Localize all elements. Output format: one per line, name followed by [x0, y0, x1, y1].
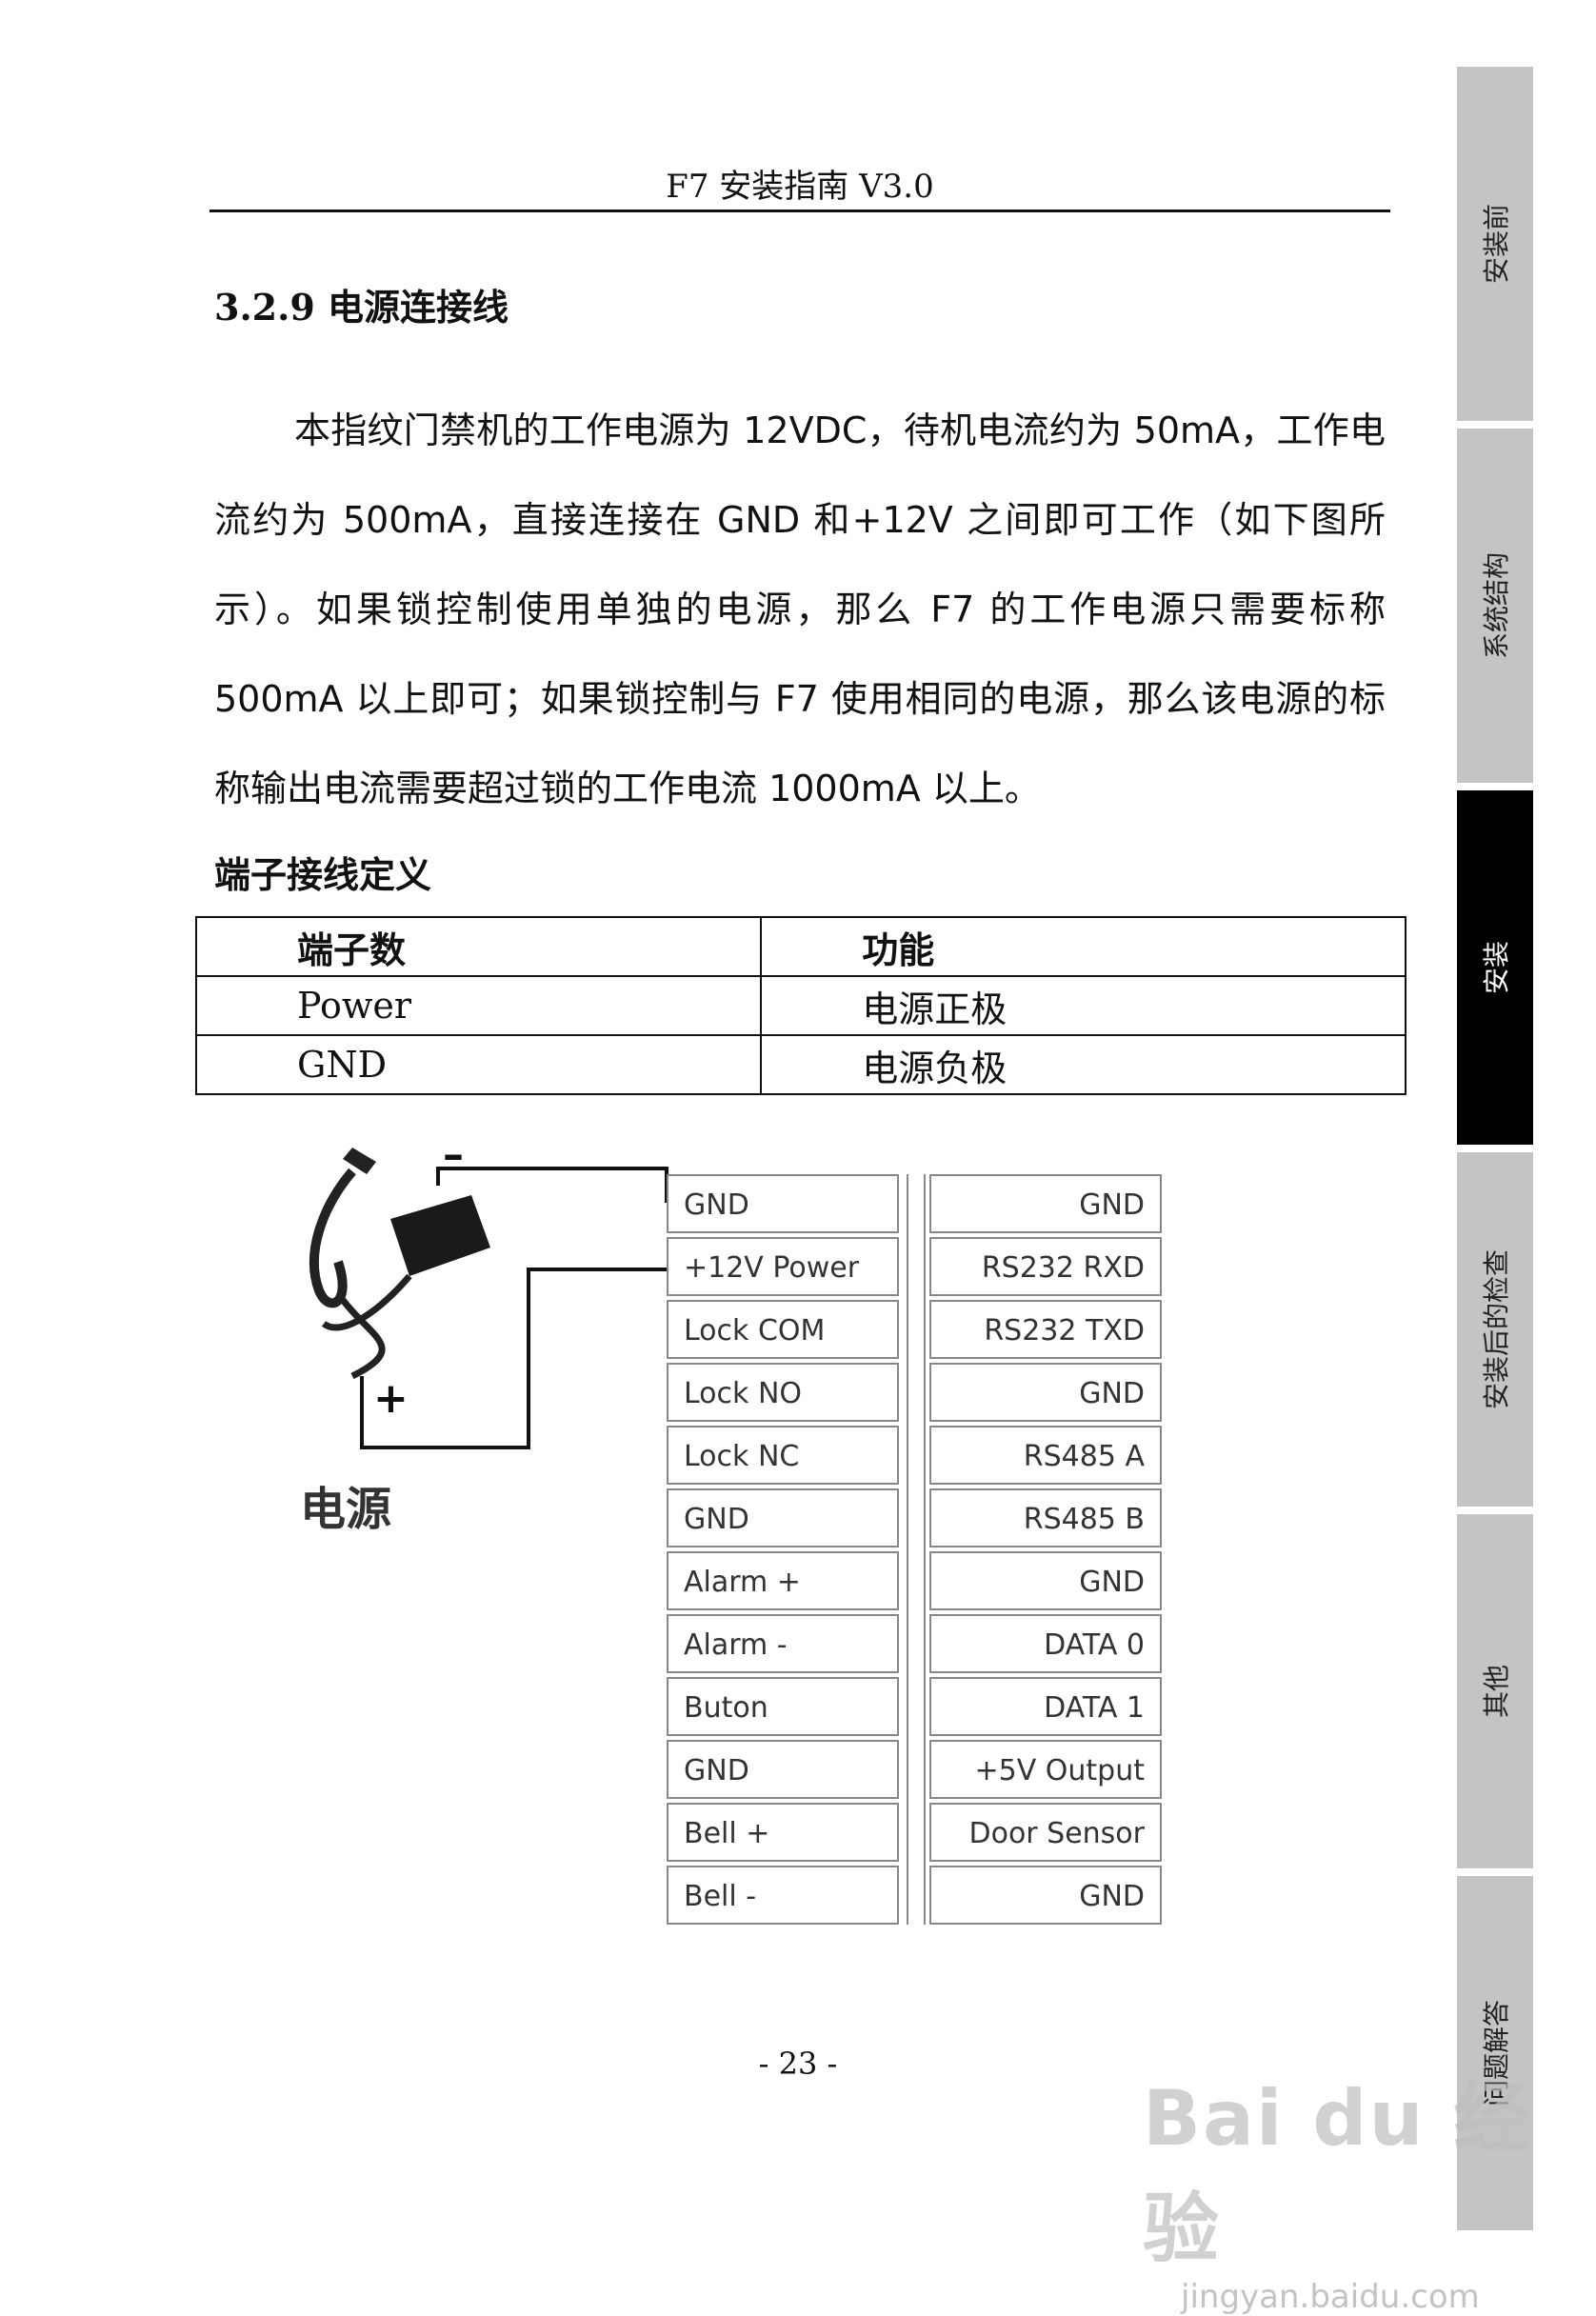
terminal-right: GND — [929, 1551, 1162, 1610]
section-title: 3.2.9 电源连接线 — [214, 286, 509, 329]
wiring-lines — [309, 1148, 668, 1449]
terminal-right: Door Sensor — [929, 1803, 1162, 1862]
watermark-url: jingyan.baidu.com — [1181, 2278, 1480, 2316]
table-cell: 电源正极 — [760, 975, 1406, 1036]
terminal-left: +12V Power — [667, 1237, 899, 1296]
side-tab-faq[interactable]: 问题解答 — [1457, 1876, 1533, 2230]
table-header-cell: 功能 — [760, 916, 1406, 977]
terminal-right: RS232 RXD — [929, 1237, 1162, 1296]
terminal-right: +5V Output — [929, 1740, 1162, 1799]
power-label: 电源 — [300, 1483, 392, 1536]
table-caption: 端子接线定义 — [214, 854, 432, 896]
terminal-left: Bell - — [667, 1866, 899, 1925]
table-row: GND 电源负极 — [194, 1034, 1406, 1095]
page-number: - 23 - — [758, 2046, 838, 2082]
terminal-left: Buton — [667, 1677, 899, 1736]
header-title: F7 安装指南 V3.0 — [666, 168, 934, 206]
terminal-right: RS485 B — [929, 1488, 1162, 1547]
terminal-right: RS485 A — [929, 1426, 1162, 1485]
side-tab-before-install[interactable]: 安装前 — [1457, 67, 1533, 421]
minus-label: – — [443, 1130, 464, 1179]
terminal-right: GND — [929, 1363, 1162, 1422]
terminal-divider — [907, 1174, 926, 1925]
baidu-watermark: Bai du 经验 jingyan.baidu.com — [1143, 2057, 1543, 2316]
side-tab-system-structure[interactable]: 系统结构 — [1457, 429, 1533, 783]
terminal-left: Alarm + — [667, 1551, 899, 1610]
table-header-row: 端子数 功能 — [194, 916, 1406, 977]
table-header-cell: 端子数 — [194, 916, 763, 977]
terminal-right: DATA 0 — [929, 1614, 1162, 1673]
terminal-left: Bell + — [667, 1803, 899, 1862]
side-tab-post-install-check[interactable]: 安装后的检查 — [1457, 1152, 1533, 1507]
side-tab-install[interactable]: 安装 — [1457, 790, 1533, 1145]
terminal-definition-table: 端子数 功能 Power 电源正极 GND 电源负极 — [194, 916, 1406, 1095]
table-cell: 电源负极 — [760, 1034, 1406, 1095]
wiring-diagram: – + 电源 GND +12V Power Lock COM Lock NO L… — [286, 1130, 1200, 1976]
watermark-brand: Bai du 经验 — [1143, 2074, 1532, 2273]
terminal-right: GND — [929, 1174, 1162, 1233]
terminal-right: RS232 TXD — [929, 1300, 1162, 1359]
terminal-left: Lock NO — [667, 1363, 899, 1422]
table-row: Power 电源正极 — [194, 975, 1406, 1036]
terminal-left: GND — [667, 1174, 899, 1233]
side-tab-other[interactable]: 其他 — [1457, 1514, 1533, 1868]
terminal-left: GND — [667, 1488, 899, 1547]
terminal-left: Alarm - — [667, 1614, 899, 1673]
terminal-right: GND — [929, 1866, 1162, 1925]
plus-label: + — [373, 1374, 409, 1423]
body-paragraph: 本指纹门禁机的工作电源为 12VDC，待机电流约为 50mA，工作电流约为 50… — [214, 409, 1386, 809]
terminal-left: GND — [667, 1740, 899, 1799]
terminal-left: Lock COM — [667, 1300, 899, 1359]
terminal-left: Lock NC — [667, 1426, 899, 1485]
table-cell: GND — [194, 1034, 763, 1095]
table-cell: Power — [194, 975, 763, 1036]
terminal-right: DATA 1 — [929, 1677, 1162, 1736]
power-adapter-icon — [309, 1148, 490, 1380]
header-rule — [209, 210, 1390, 212]
